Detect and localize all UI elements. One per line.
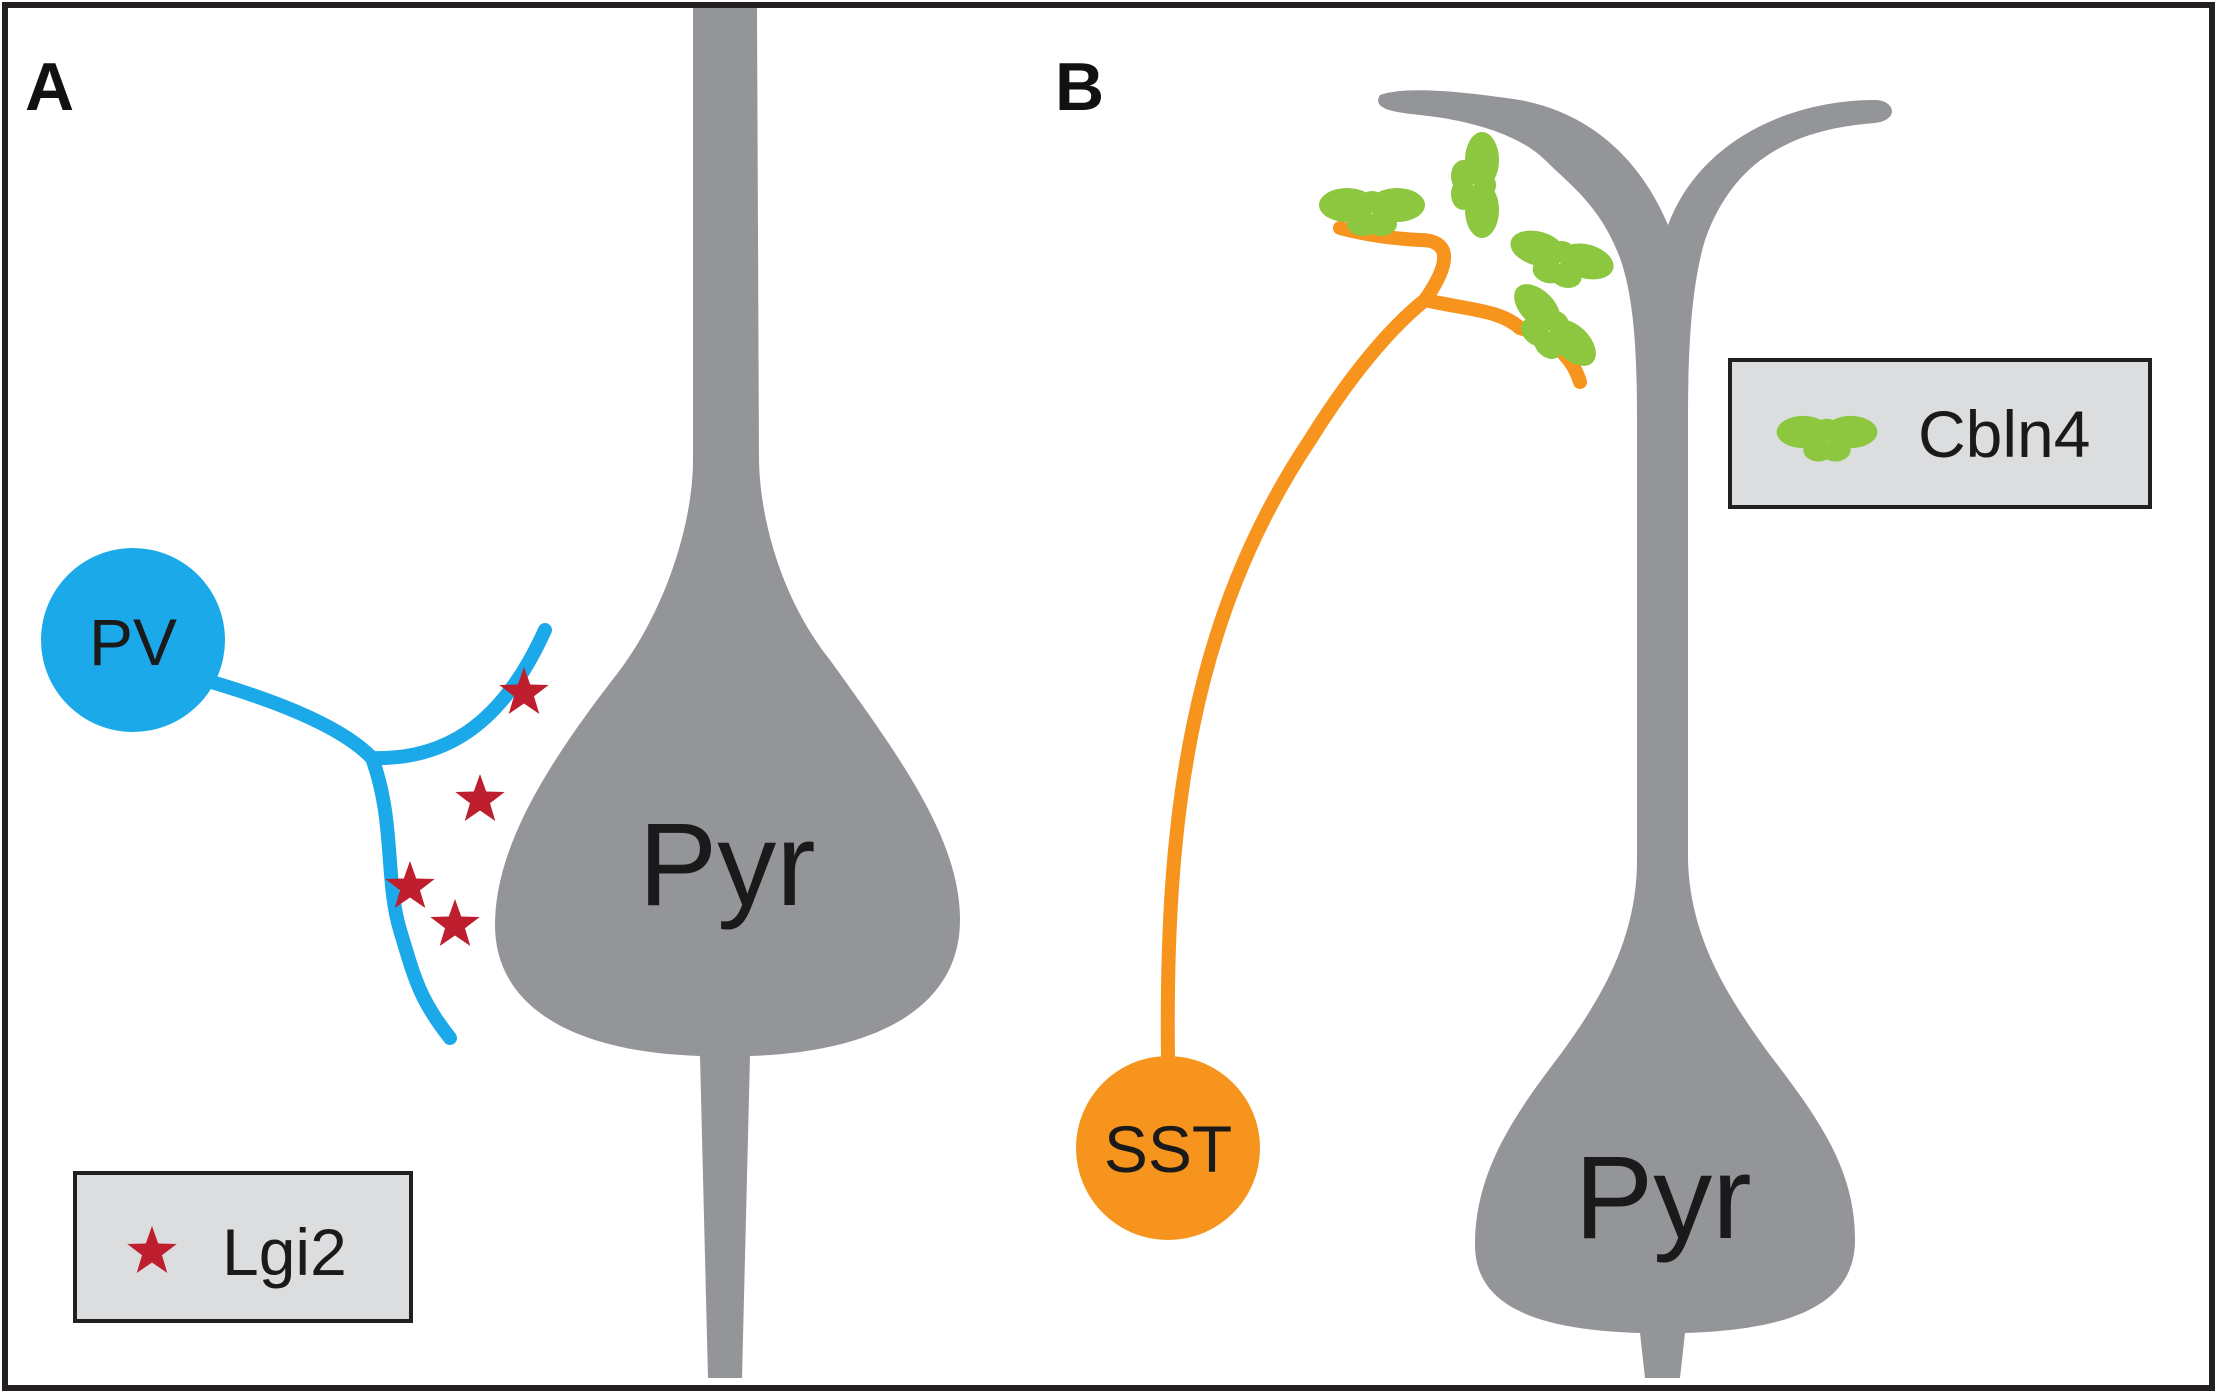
panel-b-pyramidal-neuron: [1378, 90, 1892, 1378]
panel-a-legend-label: Lgi2: [222, 1215, 347, 1289]
panel-b-legend: Cbln4: [1728, 358, 2152, 509]
panel-a-pyr-label: Pyr: [639, 799, 816, 931]
panel-a-letter: A: [25, 49, 74, 125]
panel-a-legend: Lgi2: [73, 1171, 413, 1323]
sst-soma: [1076, 1056, 1260, 1240]
panel-b-letter: B: [1055, 49, 1104, 125]
panel-b-legend-label: Cbln4: [1918, 397, 2090, 471]
panel-a-legend-box: [73, 1171, 413, 1323]
sst-label: SST: [1104, 1112, 1232, 1186]
panel-b: B Pyr SST Cbln4: [1055, 49, 2152, 1378]
panel-a: A Pyr PV Lgi2: [25, 8, 960, 1378]
pv-axon: [198, 623, 552, 1045]
pv-soma: [41, 548, 225, 732]
pv-label: PV: [89, 605, 177, 679]
panel-b-pyr-label: Pyr: [1575, 1132, 1752, 1264]
panel-a-pyramidal-neuron: [495, 8, 960, 1378]
